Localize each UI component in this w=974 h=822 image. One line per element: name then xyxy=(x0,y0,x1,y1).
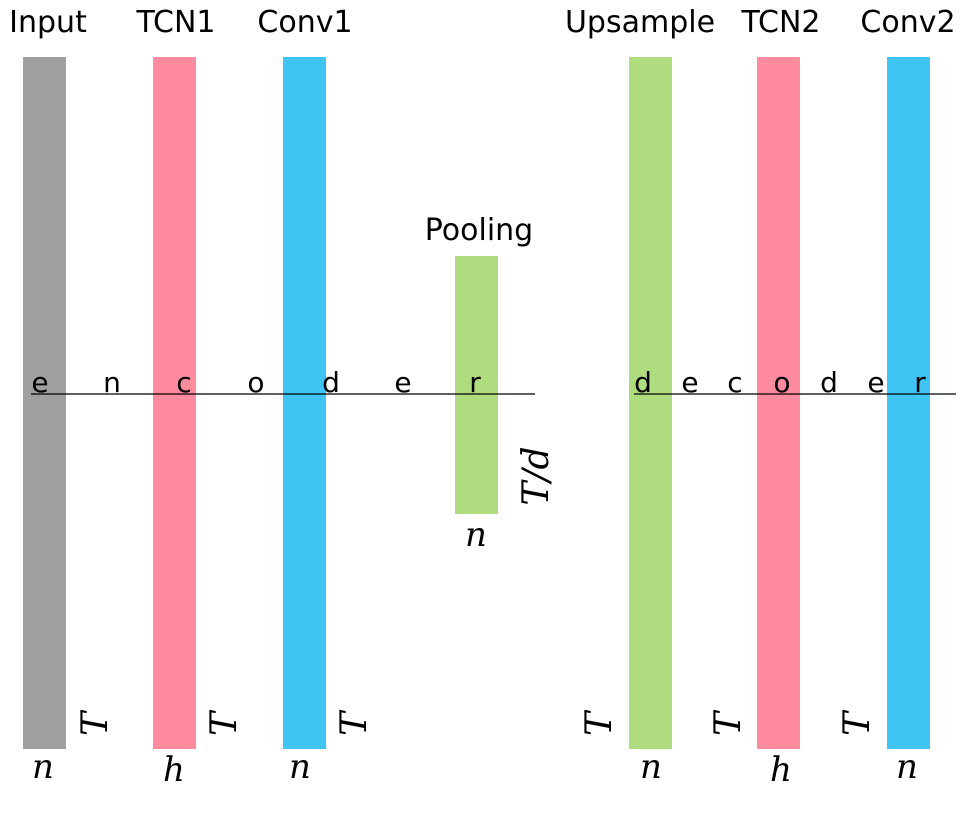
encoder-letter: o xyxy=(247,366,264,399)
pooling-width-label: n xyxy=(465,515,487,555)
pooling-title: Pooling xyxy=(425,213,533,248)
encoder-letter: e xyxy=(394,366,411,399)
upsample-length-label: T xyxy=(579,709,620,736)
tcn1-title: TCN1 xyxy=(135,5,215,40)
decoder-letter: e xyxy=(681,366,698,399)
conv1-length-label: T xyxy=(334,709,375,736)
upsample-width-label: n xyxy=(640,747,662,787)
tcn2-length-label: T xyxy=(708,709,749,736)
encoder-letter: d xyxy=(322,366,340,399)
tcn1-width-label: h xyxy=(163,750,185,790)
input-length-label: T xyxy=(75,709,116,736)
input-title: Input xyxy=(9,5,87,40)
decoder-letter: r xyxy=(914,366,926,399)
input-bar xyxy=(23,57,66,749)
upsample-title: Upsample xyxy=(565,5,715,40)
pooling-length-label: T/d xyxy=(516,446,557,505)
input-width-label: n xyxy=(32,747,54,787)
tcn2-width-label: h xyxy=(770,750,792,790)
tcn1-bar xyxy=(153,57,196,749)
tcn1-length-label: T xyxy=(204,709,245,736)
decoder-letter: d xyxy=(820,366,838,399)
decoder-letter: d xyxy=(634,366,652,399)
decoder-letter: e xyxy=(867,366,884,399)
conv1-bar xyxy=(283,57,326,749)
pooling-bar xyxy=(455,256,498,514)
conv2-title: Conv2 xyxy=(860,5,955,40)
encoder-letter: r xyxy=(469,366,481,399)
encoder-letter: n xyxy=(103,366,121,399)
conv1-title: Conv1 xyxy=(257,5,352,40)
tcn2-title: TCN2 xyxy=(740,5,820,40)
encoder-letter: c xyxy=(176,366,191,399)
conv2-bar xyxy=(887,57,930,749)
tcn2-bar xyxy=(757,57,800,749)
conv2-width-label: n xyxy=(896,747,918,787)
decoder-letter: c xyxy=(727,366,742,399)
conv2-length-label: T xyxy=(837,709,878,736)
decoder-letter: o xyxy=(773,366,790,399)
upsample-bar xyxy=(629,57,672,749)
conv1-width-label: n xyxy=(289,747,311,787)
encoder-letter: e xyxy=(31,366,48,399)
